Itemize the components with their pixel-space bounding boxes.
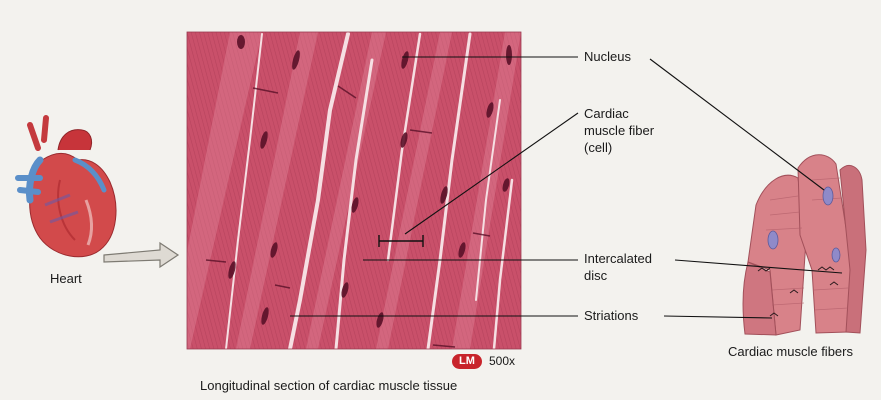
cardiac-fiber-label-line3: (cell) <box>584 140 612 156</box>
intercalated-disc-label-line1: Intercalated <box>584 251 652 267</box>
cardiac-fiber-label-line1: Cardiac <box>584 106 629 122</box>
nucleus-label: Nucleus <box>584 49 631 65</box>
cardiac-fiber-label-line2: muscle fiber <box>584 123 654 139</box>
fiber-leader <box>405 113 578 234</box>
cardiac-muscle-fibers-label: Cardiac muscle fibers <box>728 344 853 360</box>
striations-leader-right <box>664 316 772 318</box>
micrograph-caption: Longitudinal section of cardiac muscle t… <box>200 378 457 394</box>
striations-label: Striations <box>584 308 638 324</box>
nucleus-leader-right <box>650 59 824 190</box>
heart-label: Heart <box>50 271 82 287</box>
intercalated-disc-label-line2: disc <box>584 268 607 284</box>
lm-badge: LM <box>452 354 482 369</box>
magnification-label: 500x <box>489 354 515 369</box>
disc-leader-right <box>675 260 842 273</box>
